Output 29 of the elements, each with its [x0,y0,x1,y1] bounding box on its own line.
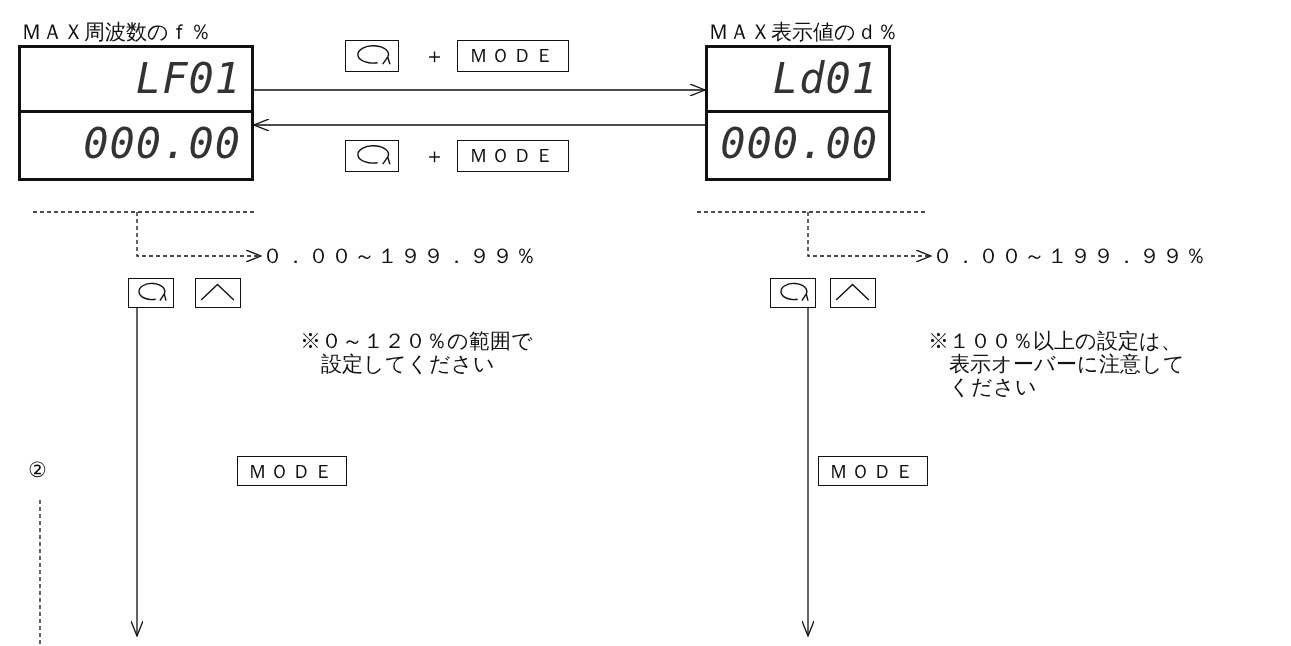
plus-sign: ＋ [424,143,447,170]
display-heading: ＭＡＸ表示値のｄ％ [708,19,898,46]
segment-readout: 000.00 [82,118,242,170]
plus-sign: ＋ [424,43,447,70]
up-key-icon [195,278,241,308]
rotate-key-icon [770,278,816,308]
note-text: ※０～１２０％の範囲で設定してください [300,330,534,376]
arrow [253,83,706,97]
arrow [253,118,706,132]
segment-readout: LF01 [21,48,251,113]
mode-key: ＭＯＤＥ [237,456,347,486]
rotate-key-icon [128,278,174,308]
segment-readout: 000.00 [719,118,879,170]
note-text: ※１００％以上の設定は、表示オーバーに注意してください [928,330,1186,399]
leader-arrow [807,211,932,263]
mode-key: ＭＯＤＥ [818,456,928,486]
rotate-key-icon [345,140,399,172]
display-heading: ＭＡＸ周波数のｆ％ [21,19,211,46]
arrow [130,307,144,637]
segment-readout: Ld01 [708,48,888,113]
range-text: ０．００～１９９．９９％ [262,242,538,270]
rotate-key-icon [345,40,399,72]
mode-key: ＭＯＤＥ [457,140,569,172]
up-key-icon [830,278,876,308]
leader-arrow [136,211,262,263]
circled-number: ② [28,458,49,482]
arrow [801,307,815,637]
range-text: ０．００～１９９．９９％ [932,242,1208,270]
mode-key: ＭＯＤＥ [457,40,569,72]
